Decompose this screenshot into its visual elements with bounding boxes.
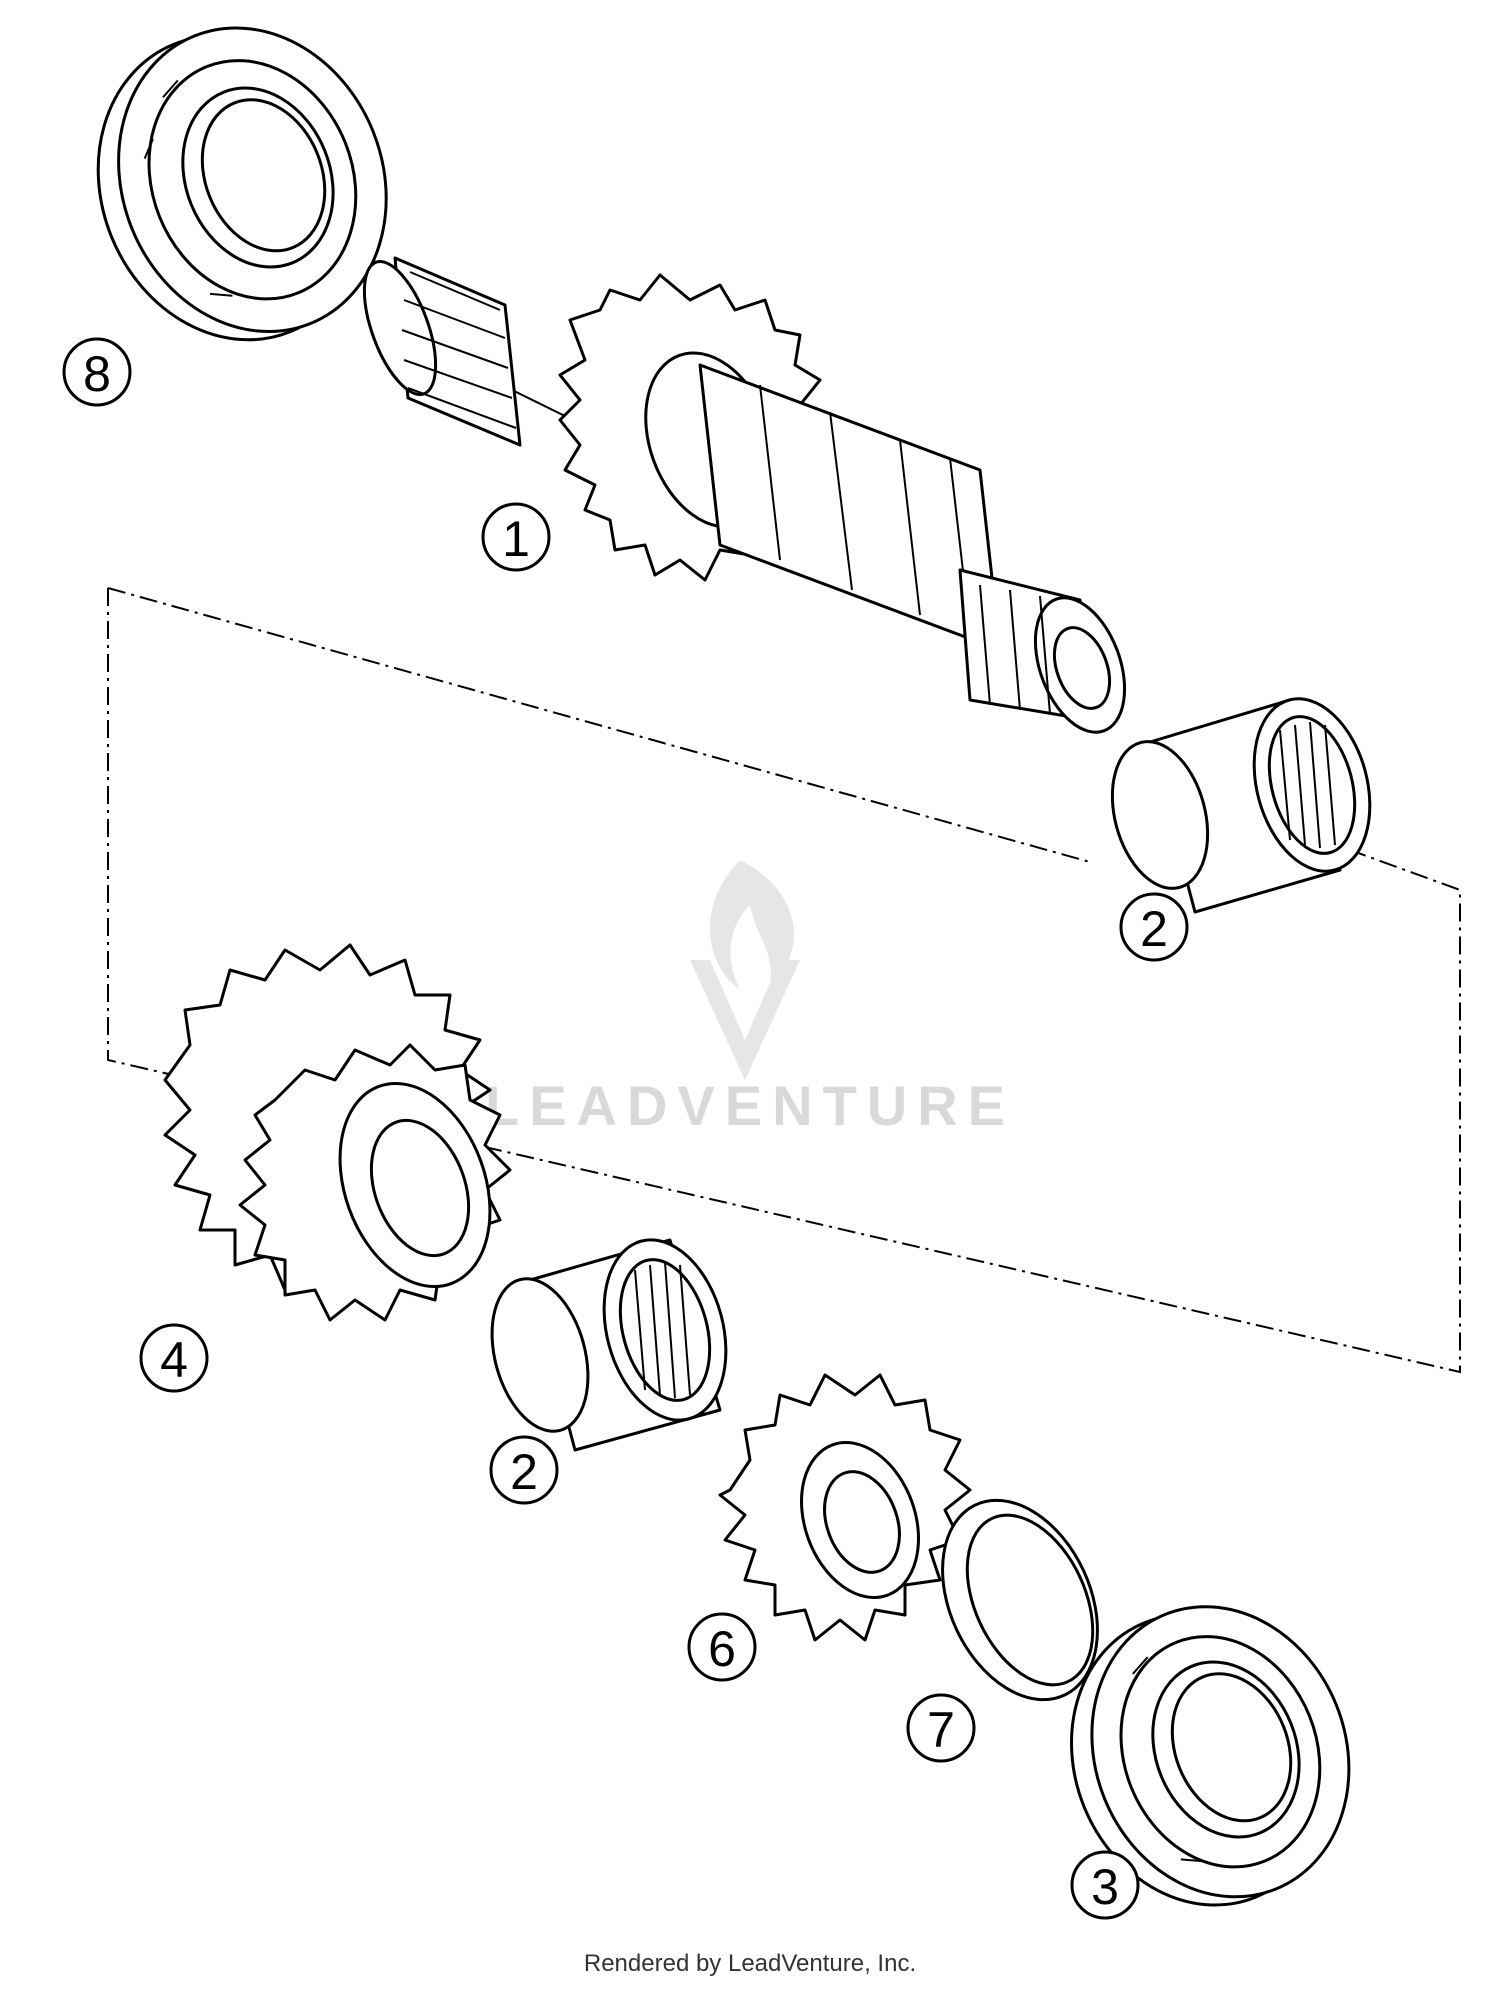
bearing-part-3 (1070, 1605, 1351, 1907)
callout-1: 1 (481, 502, 551, 572)
callout-6: 6 (687, 1612, 757, 1682)
svg-text:2: 2 (510, 1444, 538, 1500)
callout-4: 4 (139, 1323, 209, 1393)
assembly-guide-line (107, 588, 1461, 1374)
svg-text:6: 6 (708, 1621, 736, 1677)
watermark-text: LEADVENTURE (485, 1074, 1015, 1137)
bearing-part-8 (96, 26, 388, 342)
footer-credit: Rendered by LeadVenture, Inc. (583, 1950, 917, 1977)
svg-text:3: 3 (1091, 1859, 1119, 1915)
gear-part-6 (718, 1373, 972, 1642)
callout-8: 8 (62, 337, 132, 407)
callout-3: 3 (1070, 1850, 1140, 1920)
needle-bearing-part-2-upper (1110, 697, 1372, 914)
svg-text:2: 2 (1140, 901, 1168, 957)
callout-7: 7 (906, 1693, 976, 1763)
callout-2-lower: 2 (489, 1435, 559, 1505)
assembly-guide-line-2 (107, 587, 1091, 863)
washer-part-7 (941, 1498, 1099, 1702)
watermark: LEADVENTURE (485, 860, 1015, 1137)
svg-text:8: 8 (83, 346, 111, 402)
double-gear-part-4 (163, 943, 512, 1322)
needle-bearing-part-2-lower (490, 1238, 728, 1452)
shaft-part-1 (362, 256, 1127, 734)
svg-text:4: 4 (160, 1332, 188, 1388)
svg-text:1: 1 (502, 511, 530, 567)
watermark-flame-icon (690, 860, 800, 1080)
callout-2-upper: 2 (1119, 892, 1189, 962)
svg-text:7: 7 (927, 1702, 955, 1758)
